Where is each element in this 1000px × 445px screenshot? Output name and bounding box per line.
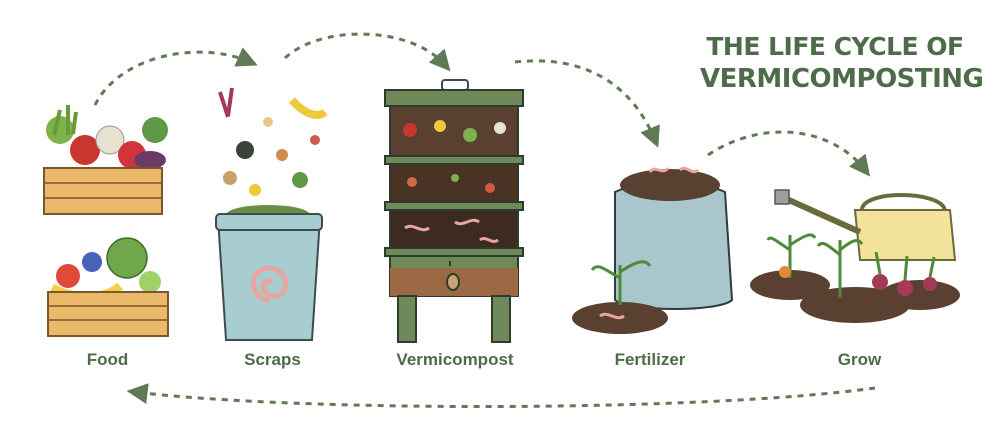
fertilizer-illustration: [572, 166, 734, 334]
arrow-vermicompost-to-fertilizer: [514, 59, 660, 148]
worm-icon: [251, 265, 289, 303]
diagram-title-line2: VERMICOMPOSTING: [700, 64, 984, 94]
cycle-arrows: [93, 32, 876, 409]
fruit-crate: [47, 237, 169, 337]
sprout-icon: [590, 260, 652, 305]
stage-label-food: Food: [86, 350, 129, 369]
falling-scraps: [218, 87, 328, 196]
grow-illustration: [750, 189, 960, 323]
arrow-food-to-scraps: [93, 47, 258, 106]
stage-label-grow: Grow: [837, 350, 882, 369]
soil-bag: [614, 182, 734, 310]
stage-label-vermicompost: Vermicompost: [396, 350, 514, 369]
arrow-grow-to-food: [126, 383, 876, 409]
vegetable-crate: [43, 105, 168, 215]
arrow-scraps-to-vermicompost: [283, 32, 451, 72]
arrow-fertilizer-to-grow: [707, 130, 871, 177]
diagram-title-line1: THE LIFE CYCLE OF: [706, 32, 964, 61]
worm-bin-illustration: [384, 79, 524, 343]
stage-label-fertilizer: Fertilizer: [614, 350, 686, 369]
stage-label-scraps: Scraps: [244, 350, 301, 369]
food-illustration: [43, 105, 169, 337]
scraps-illustration: [215, 87, 328, 341]
watering-can-icon: [853, 209, 957, 261]
